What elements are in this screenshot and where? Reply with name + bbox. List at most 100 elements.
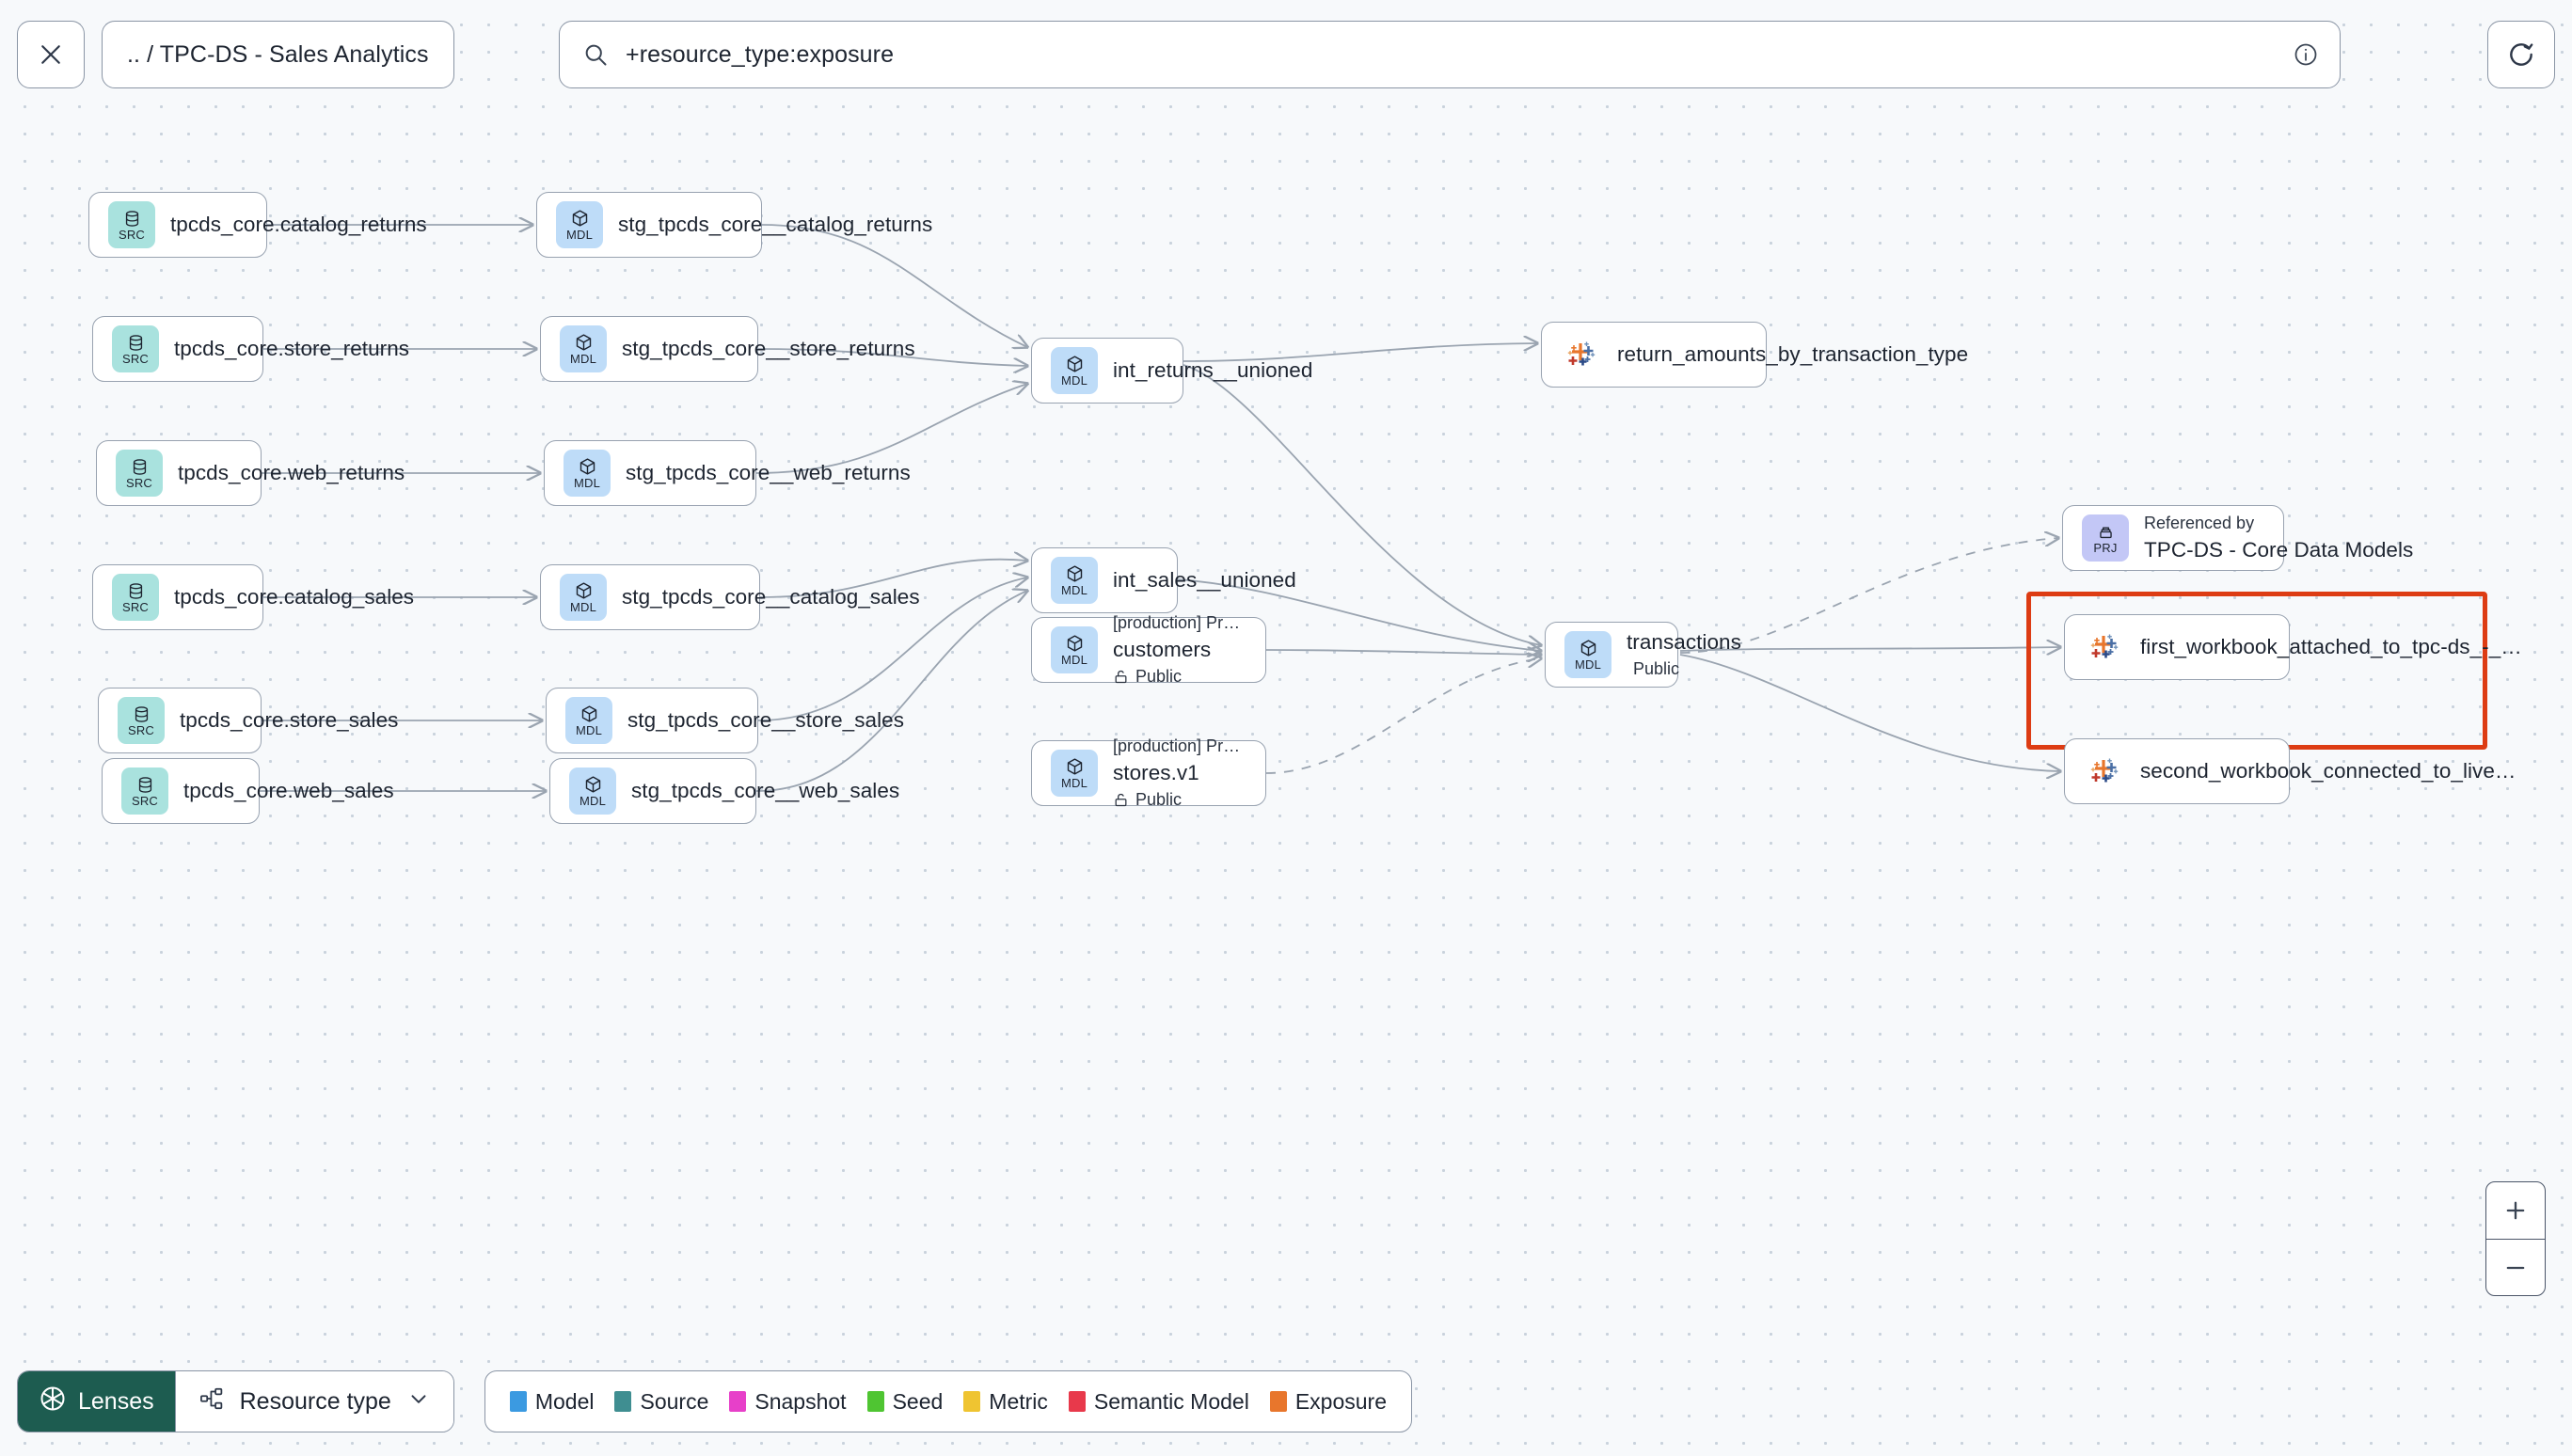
model-badge: MDL <box>569 768 616 815</box>
node-int-sales-unioned[interactable]: MDL int_sales__unioned <box>1031 547 1296 613</box>
model-badge-text: MDL <box>1060 373 1088 388</box>
search-input[interactable] <box>626 40 2276 69</box>
model-badge: MDL <box>1051 626 1098 673</box>
legend-item-snapshot: Snapshot <box>729 1388 847 1415</box>
model-badge-text: MDL <box>569 600 597 614</box>
node-src-catalog-returns[interactable]: SRC tpcds_core.catalog_returns <box>88 192 427 258</box>
lineage-canvas[interactable]: SRC tpcds_core.catalog_returns SRC tpcds… <box>0 109 2572 1371</box>
legend-item-metric: Metric <box>963 1389 1048 1415</box>
lenses-button[interactable]: Lenses <box>18 1371 175 1432</box>
node-mdl-customers[interactable]: MDL [production] Project: TPC-DS - Core … <box>1031 613 1266 686</box>
model-badge: MDL <box>565 697 612 744</box>
legend-swatch <box>1269 1391 1287 1412</box>
legend-swatch <box>866 1391 884 1412</box>
model-badge: MDL <box>1051 557 1098 604</box>
node-visibility: Public <box>1113 790 1246 810</box>
model-badge-text: MDL <box>573 476 601 490</box>
node-src-web-returns[interactable]: SRC tpcds_core.web_returns <box>96 440 405 506</box>
node-label: int_sales__unioned <box>1113 568 1296 592</box>
search-bar[interactable] <box>559 21 2341 88</box>
node-stg-web-returns[interactable]: MDL stg_tpcds_core__web_returns <box>544 440 911 506</box>
top-bar: .. / TPC-DS - Sales Analytics <box>0 0 2572 109</box>
model-badge: MDL <box>560 325 607 372</box>
source-badge-text: SRC <box>118 227 146 242</box>
node-exp-second-workbook[interactable]: second_workbook_connected_to_live… <box>2064 738 2516 804</box>
info-circle-icon[interactable] <box>2293 41 2319 68</box>
legend-label: Source <box>640 1388 709 1414</box>
node-stg-store-returns[interactable]: MDL stg_tpcds_core__store_returns <box>540 316 915 382</box>
node-src-store-sales[interactable]: SRC tpcds_core.store_sales <box>98 688 398 753</box>
node-mdl-transactions[interactable]: MDL transactions Public <box>1545 622 1741 688</box>
node-label: stg_tpcds_core__store_returns <box>622 337 915 360</box>
breadcrumb[interactable]: .. / TPC-DS - Sales Analytics <box>102 21 454 88</box>
node-project-label: [production] Project: TPC-DS - Core Data… <box>1113 613 1246 632</box>
source-badge: SRC <box>112 325 159 372</box>
tableau-icon <box>1561 334 1602 375</box>
node-label: stores.v1 <box>1113 761 1199 784</box>
close-button[interactable] <box>17 21 85 88</box>
lenses-label: Lenses <box>78 1387 154 1415</box>
source-badge: SRC <box>121 768 168 815</box>
source-badge-text: SRC <box>127 722 155 737</box>
node-label: transactions <box>1627 630 1741 654</box>
model-badge: MDL <box>1051 347 1098 394</box>
model-badge: MDL <box>564 450 611 497</box>
resource-type-dropdown[interactable]: Resource type <box>174 1371 453 1432</box>
legend-swatch <box>963 1391 981 1412</box>
source-badge-text: SRC <box>121 599 150 614</box>
node-int-returns-unioned[interactable]: MDL int_returns__unioned <box>1031 338 1312 404</box>
legend-label: Model <box>534 1388 595 1414</box>
node-text-stack: transactions Public <box>1627 630 1741 679</box>
node-stg-store-sales[interactable]: MDL stg_tpcds_core__store_sales <box>546 688 904 753</box>
model-badge-text: MDL <box>569 352 597 366</box>
node-label: stg_tpcds_core__web_returns <box>626 461 911 484</box>
legend-swatch <box>729 1391 747 1412</box>
model-badge-text: MDL <box>1060 653 1088 667</box>
node-referenced-by-label: Referenced by <box>2144 514 2255 532</box>
node-visibility-text: Public <box>1135 667 1183 686</box>
resource-type-legend: Model Source Snapshot Seed Metric Semant… <box>484 1370 1412 1432</box>
node-stg-catalog-returns[interactable]: MDL stg_tpcds_core__catalog_returns <box>536 192 932 258</box>
node-label: int_returns__unioned <box>1113 358 1313 382</box>
node-src-store-returns[interactable]: SRC tpcds_core.store_returns <box>92 316 409 382</box>
node-label: tpcds_core.store_returns <box>174 337 410 360</box>
node-text-stack: [production] Project: TPC-DS - Core Data… <box>1113 613 1246 687</box>
node-project-label: [production] Project: TPC-DS - Core Data… <box>1113 736 1246 755</box>
model-badge: MDL <box>1051 750 1098 797</box>
model-badge-text: MDL <box>1060 583 1088 597</box>
node-exp-first-workbook[interactable]: first_workbook_attached_to_tpc-ds_-_… <box>2064 614 2522 680</box>
node-metric-return-amounts[interactable]: return_amounts_by_transaction_type <box>1541 322 1968 388</box>
model-badge-text: MDL <box>579 794 607 808</box>
node-src-catalog-sales[interactable]: SRC tpcds_core.catalog_sales <box>92 564 414 630</box>
legend-item-source: Source <box>614 1389 708 1415</box>
legend-label: Seed <box>892 1388 944 1414</box>
node-visibility: Public <box>1113 667 1246 687</box>
legend-label: Snapshot <box>754 1388 847 1414</box>
legend-swatch <box>509 1391 527 1412</box>
legend-label: Exposure <box>1294 1388 1387 1414</box>
project-badge: PRJ <box>2082 514 2129 562</box>
zoom-out-button[interactable] <box>2486 1239 2545 1295</box>
model-badge-text: MDL <box>1574 657 1602 672</box>
source-badge: SRC <box>116 450 163 497</box>
node-label: stg_tpcds_core__catalog_sales <box>622 585 920 609</box>
bottom-bar: Lenses Resource type <box>0 1347 2572 1456</box>
node-mdl-stores-v1[interactable]: MDL [production] Project: TPC-DS - Core … <box>1031 736 1266 809</box>
node-prj-core-data-models[interactable]: PRJ Referenced by TPC-DS - Core Data Mod… <box>2062 505 2413 571</box>
node-label: first_workbook_attached_to_tpc-ds_-_… <box>2140 635 2522 658</box>
node-stg-web-sales[interactable]: MDL stg_tpcds_core__web_sales <box>549 758 899 824</box>
legend-item-seed: Seed <box>866 1388 944 1415</box>
zoom-in-button[interactable] <box>2486 1182 2545 1239</box>
node-stg-catalog-sales[interactable]: MDL stg_tpcds_core__catalog_sales <box>540 564 920 630</box>
source-badge-text: SRC <box>121 351 150 366</box>
lenses-control-group: Lenses Resource type <box>17 1370 454 1432</box>
search-icon <box>582 41 609 68</box>
model-badge: MDL <box>560 574 607 621</box>
model-badge-text: MDL <box>575 723 603 737</box>
node-visibility: Public <box>1627 659 1679 679</box>
refresh-button[interactable] <box>2487 21 2555 88</box>
legend-label: Semantic Model <box>1093 1388 1249 1414</box>
node-src-web-sales[interactable]: SRC tpcds_core.web_sales <box>102 758 394 824</box>
zoom-controls <box>2485 1181 2546 1296</box>
